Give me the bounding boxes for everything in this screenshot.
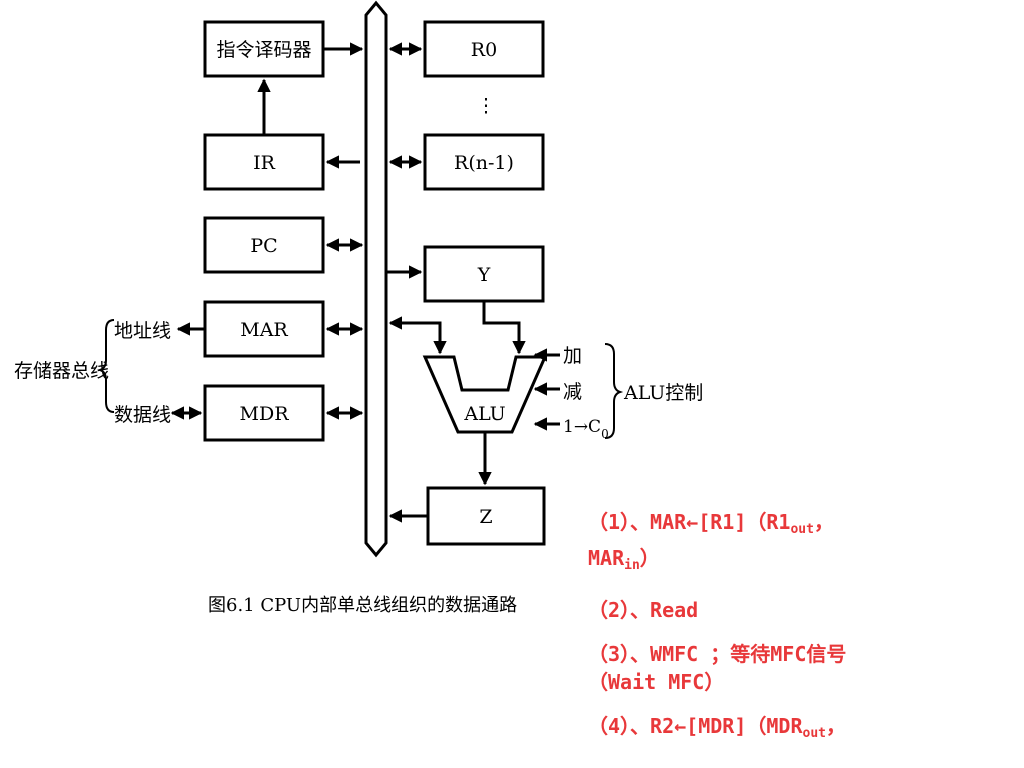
memory-bus-brace: [96, 319, 115, 413]
carry-label: 1→C0: [563, 417, 609, 441]
connections: [170, 42, 560, 523]
memory-bus-label: 存储器总线: [14, 360, 109, 382]
mar-label: MAR: [240, 319, 288, 341]
z-label: Z: [479, 506, 492, 528]
alu-control-brace: [604, 343, 624, 439]
alu-label: ALU: [463, 403, 505, 425]
step-1: （1）、MAR←[R1]（R1out， MARin）: [588, 510, 834, 573]
mdr-label: MDR: [240, 403, 290, 425]
rn1-label: R(n-1): [454, 152, 514, 174]
add-label: 加: [563, 345, 582, 367]
figure-caption: 图6.1 CPU内部单总线组织的数据通路: [208, 595, 517, 616]
decoder-label: 指令译码器: [216, 39, 311, 61]
pc-label: PC: [250, 235, 277, 257]
internal-bus: [364, 0, 388, 558]
data-line-label: 数据线: [114, 404, 171, 426]
step-4: （4）、R2←[MDR]（MDRout，: [588, 714, 846, 741]
y-label: Y: [477, 264, 491, 286]
rn1-block: R(n-1): [423, 133, 545, 191]
alu-control-label: ALU控制: [623, 382, 703, 404]
ir-block: IR: [203, 133, 325, 191]
step-2: （2）、Read: [588, 598, 699, 622]
y-block: Y: [423, 245, 545, 303]
r0-label: R0: [471, 39, 497, 61]
steps-list: （1）、MAR←[R1]（R1out， MARin） （2）、Read （3）、…: [588, 508, 1008, 764]
r0-block: R0: [423, 20, 545, 78]
z-block: Z: [426, 486, 546, 546]
mdr-block: MDR: [203, 384, 325, 442]
address-line-label: 地址线: [114, 320, 171, 342]
mar-block: MAR: [203, 300, 325, 358]
pc-block: PC: [203, 216, 325, 274]
alu-block: ALU: [422, 355, 548, 434]
ir-label: IR: [253, 152, 276, 174]
step-3: （3）、WMFC ；等待MFC信号 （Wait MFC）: [588, 642, 847, 694]
sub-label: 减: [563, 381, 582, 403]
register-dots: ⋮: [477, 95, 496, 117]
decoder-block: 指令译码器: [203, 20, 325, 78]
